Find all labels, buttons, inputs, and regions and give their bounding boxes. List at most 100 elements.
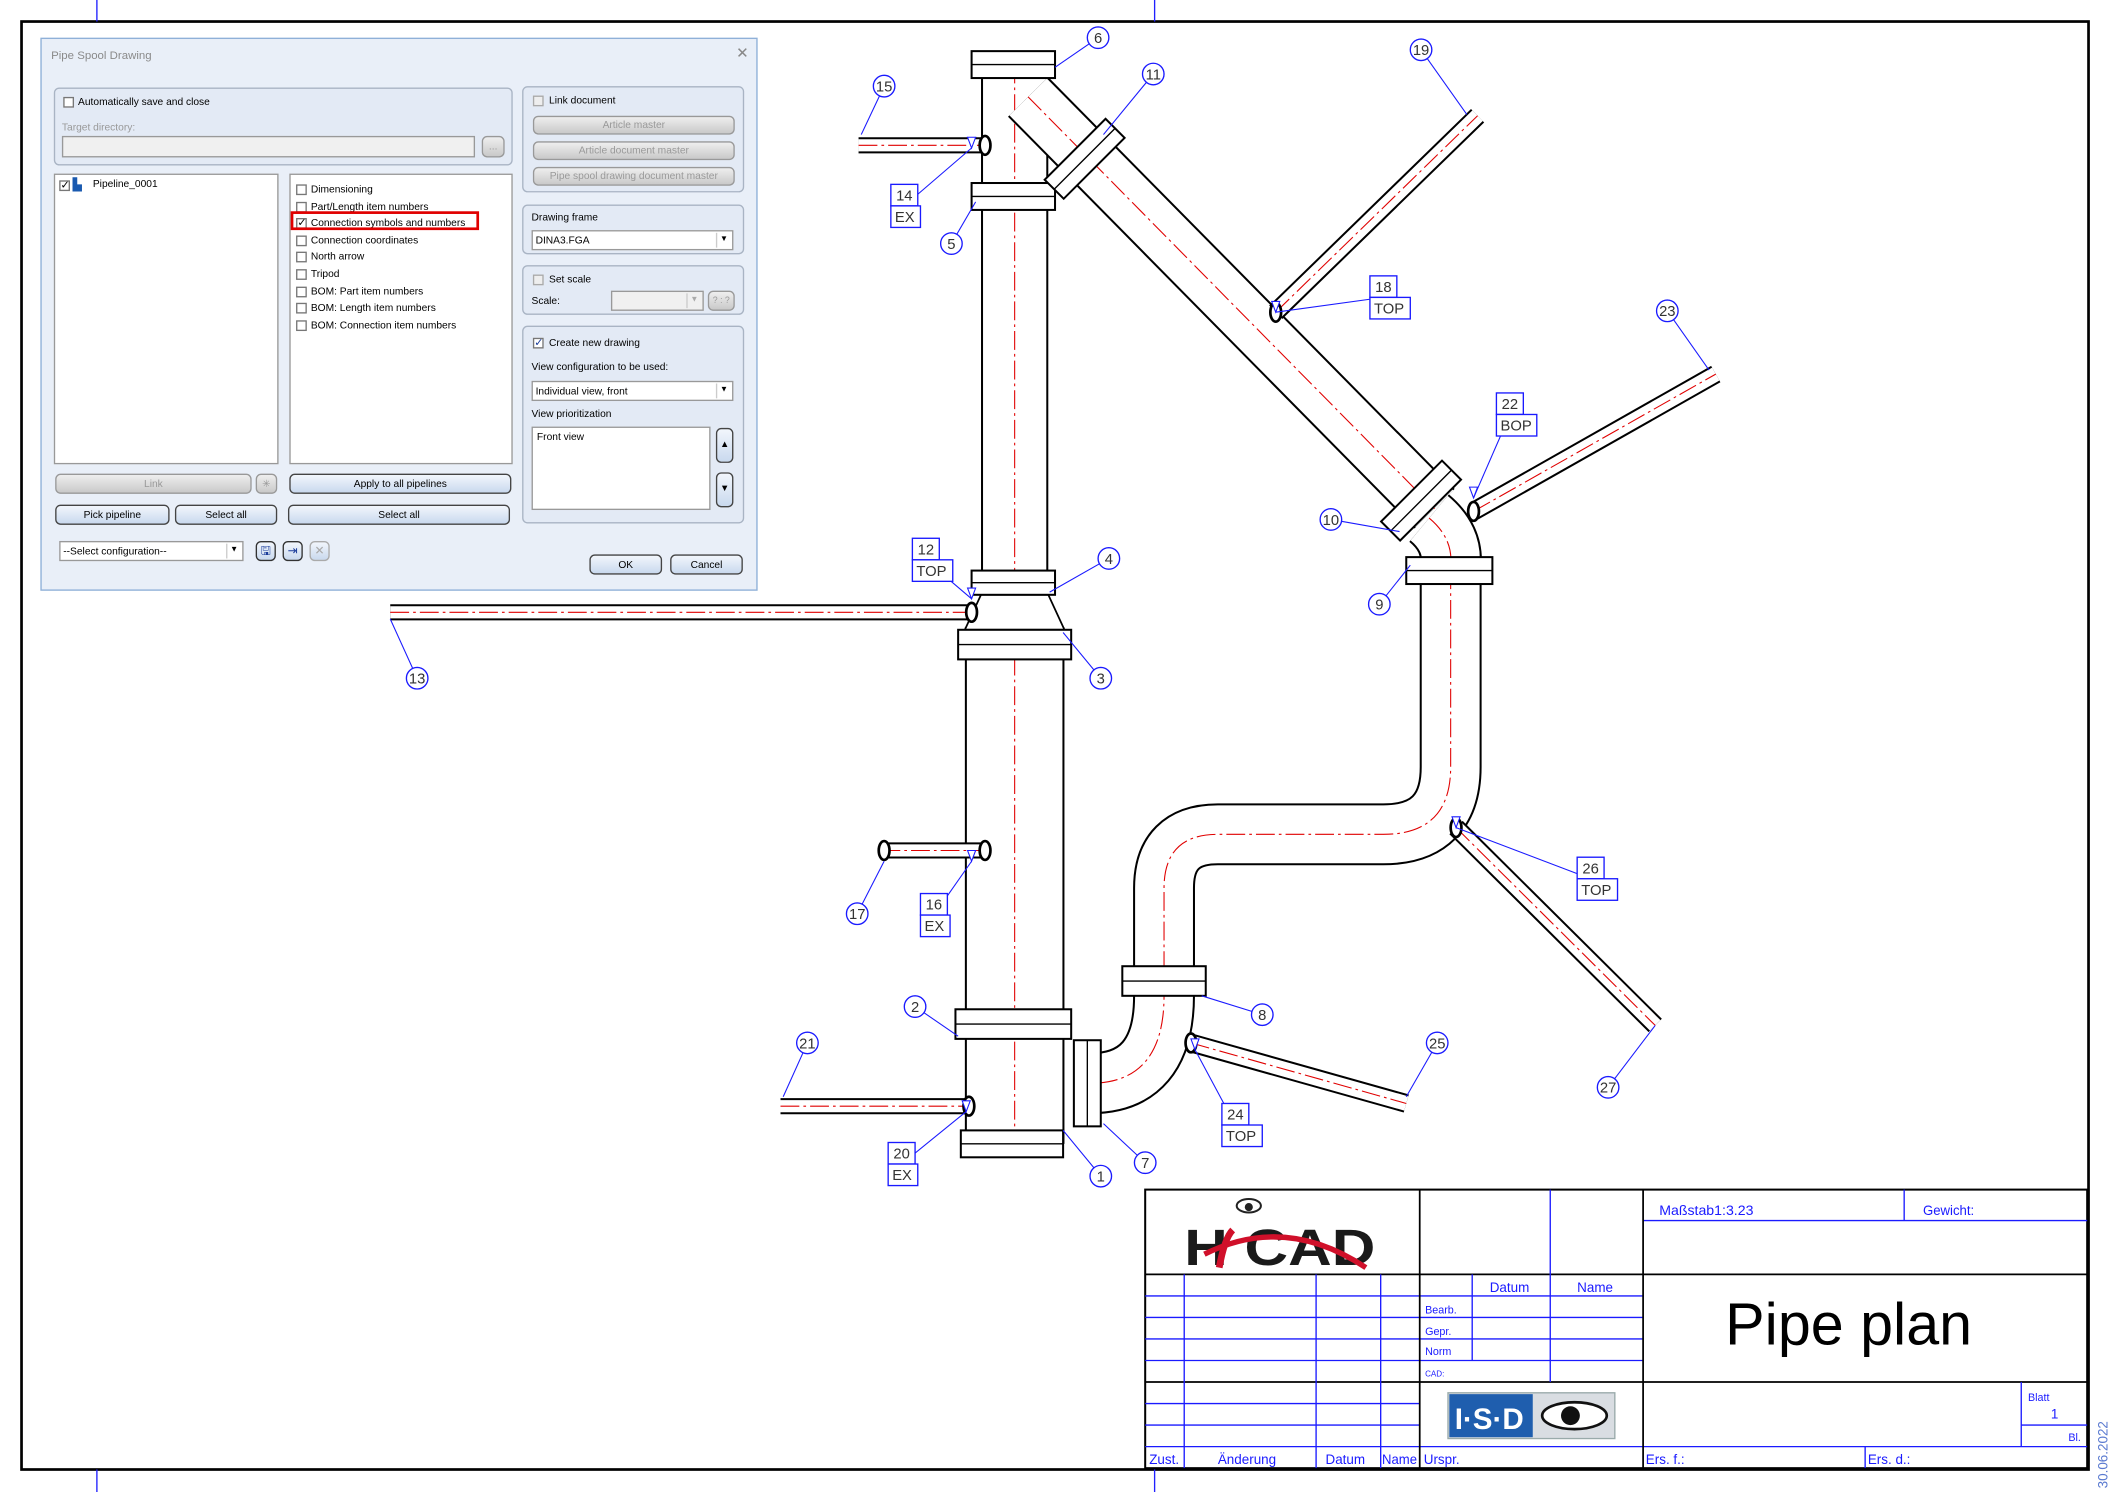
cancel-button[interactable]: Cancel — [670, 554, 743, 575]
hicad-logo: H CAD — [1184, 1198, 1375, 1276]
callout-balloon — [1655, 299, 1679, 323]
drawing-frame-select[interactable]: DINA3.FGA ▼ — [531, 230, 734, 251]
callout-number: 25 — [1429, 1036, 1445, 1052]
view-config-value: Individual view, front — [535, 384, 628, 397]
flange — [1072, 1039, 1102, 1128]
date-stamp: 30.06.2022 — [2095, 1421, 2110, 1488]
article-master-button[interactable]: Article master — [532, 115, 735, 135]
tag-number: 20 — [893, 1147, 909, 1163]
pipe-spool-drawing-document-master-button[interactable]: Pipe spool drawing document master — [532, 166, 735, 186]
callout-balloon — [1141, 62, 1165, 86]
weight-label: Gewicht: — [1923, 1203, 1974, 1218]
annotations: 1234567891011131517192123252712TOP14EX16… — [389, 26, 1710, 1188]
option-label: Part/Length item numbers — [310, 199, 429, 213]
pick-pipeline-button[interactable]: Pick pipeline — [55, 504, 170, 525]
pipeline-list[interactable]: ✓ ▙ Pipeline_0001 — [53, 173, 279, 465]
tag-number: 14 — [896, 189, 912, 205]
callout-number: 21 — [799, 1036, 815, 1052]
branch-19-centerline — [1275, 115, 1478, 313]
callout-balloon — [1425, 1031, 1449, 1055]
option-label: Connection symbols and numbers — [310, 216, 466, 230]
browse-button[interactable]: ... — [481, 135, 505, 158]
link-document-checkbox[interactable] — [532, 95, 544, 107]
delete-configuration-icon[interactable]: ✕ — [309, 540, 330, 562]
callout-number: 15 — [876, 80, 892, 96]
flange — [1043, 117, 1127, 201]
link-document-group: Link document Article master Article doc… — [522, 86, 745, 193]
branch-23-centerline — [1473, 373, 1717, 512]
option-checkbox[interactable] — [296, 235, 307, 246]
tag-label: TOP — [1226, 1129, 1256, 1145]
option-checkbox[interactable] — [296, 252, 307, 263]
configuration-select[interactable]: --Select configuration-- ▼ — [59, 540, 244, 562]
target-directory-input[interactable] — [61, 135, 476, 158]
view-config-select[interactable]: Individual view, front ▼ — [531, 380, 734, 402]
move-down-button[interactable]: ▼ — [715, 472, 734, 508]
drawing-frame-value: DINA3.FGA — [535, 234, 590, 247]
create-new-drawing-checkbox[interactable]: ✓ — [532, 336, 544, 349]
option-checkbox[interactable] — [296, 184, 307, 196]
apply-to-all-pipelines-button[interactable]: Apply to all pipelines — [289, 473, 512, 494]
callout-number: 9 — [1375, 598, 1383, 614]
view-prioritization-list[interactable]: Front view — [531, 426, 711, 511]
scale-group: Set scale Scale: ▼ ? : ? — [522, 265, 745, 315]
option-checkbox[interactable] — [296, 320, 307, 331]
view-config-label: View configuration to be used: — [531, 360, 669, 373]
tag-label-box — [887, 1163, 919, 1187]
option-checkbox[interactable] — [296, 269, 307, 280]
callout-balloon — [1089, 666, 1113, 690]
callout-balloon — [939, 232, 963, 256]
callout-leader — [1103, 73, 1154, 135]
unlink-icon[interactable]: ✳ — [255, 473, 278, 494]
pipeline-name: Pipeline_0001 — [92, 177, 158, 190]
scale-ratio-button[interactable]: ? : ? — [707, 290, 735, 311]
select-all-pipelines-button[interactable]: Select all — [174, 504, 278, 525]
close-icon[interactable]: ✕ — [736, 45, 749, 62]
link-button[interactable]: Link — [55, 473, 252, 494]
save-configuration-icon[interactable]: 🖫 — [255, 540, 276, 562]
blatt-value: 1 — [2051, 1406, 2058, 1421]
ok-button[interactable]: OK — [589, 554, 663, 575]
tag-arrow — [1451, 816, 1461, 830]
auto-save-checkbox[interactable] — [63, 96, 75, 108]
name-header: Name — [1577, 1280, 1613, 1295]
tag-label-box — [1495, 413, 1538, 437]
option-checkbox[interactable] — [296, 303, 307, 314]
move-up-button[interactable]: ▲ — [715, 427, 734, 463]
option-label: Dimensioning — [310, 183, 373, 196]
callout-balloon — [1250, 1003, 1274, 1027]
tag-number: 22 — [1502, 397, 1518, 413]
branch-connection — [978, 134, 992, 157]
branch-27-centerline — [1455, 827, 1656, 1026]
set-scale-label: Set scale — [549, 273, 592, 286]
configuration-value: --Select configuration-- — [63, 545, 167, 558]
callout-balloon — [1133, 1151, 1157, 1175]
tag-label-box — [911, 559, 954, 583]
callout-number: 6 — [1094, 31, 1102, 47]
tag-label-box — [1221, 1124, 1263, 1148]
import-configuration-icon[interactable]: ⇥ — [282, 540, 303, 562]
option-checkbox[interactable] — [296, 286, 307, 297]
callout-balloon — [903, 995, 927, 1019]
callout-number: 10 — [1323, 513, 1339, 529]
chevron-down-icon: ▼ — [686, 293, 701, 309]
auto-save-label: Automatically save and close — [78, 95, 210, 108]
scale-field-label: Scale: — [531, 294, 560, 307]
create-new-drawing-label: Create new drawing — [549, 336, 640, 349]
urspr-label: Urspr. — [1424, 1452, 1460, 1467]
callout-number: 17 — [849, 907, 865, 923]
pipeline-checkbox[interactable]: ✓ — [59, 178, 70, 192]
callout-balloon — [1097, 547, 1121, 570]
scale-select[interactable]: ▼ — [610, 290, 704, 311]
callout-number: 19 — [1413, 43, 1429, 59]
tag-leader — [1455, 827, 1591, 880]
article-document-master-button[interactable]: Article document master — [532, 141, 735, 161]
tag-label-box — [1369, 296, 1411, 320]
select-all-options-button[interactable]: Select all — [287, 504, 511, 525]
drawing-frame — [20, 20, 2090, 1471]
set-scale-checkbox[interactable] — [532, 274, 544, 286]
view-prioritization-item[interactable]: Front view — [536, 430, 585, 443]
flange — [1379, 459, 1463, 542]
